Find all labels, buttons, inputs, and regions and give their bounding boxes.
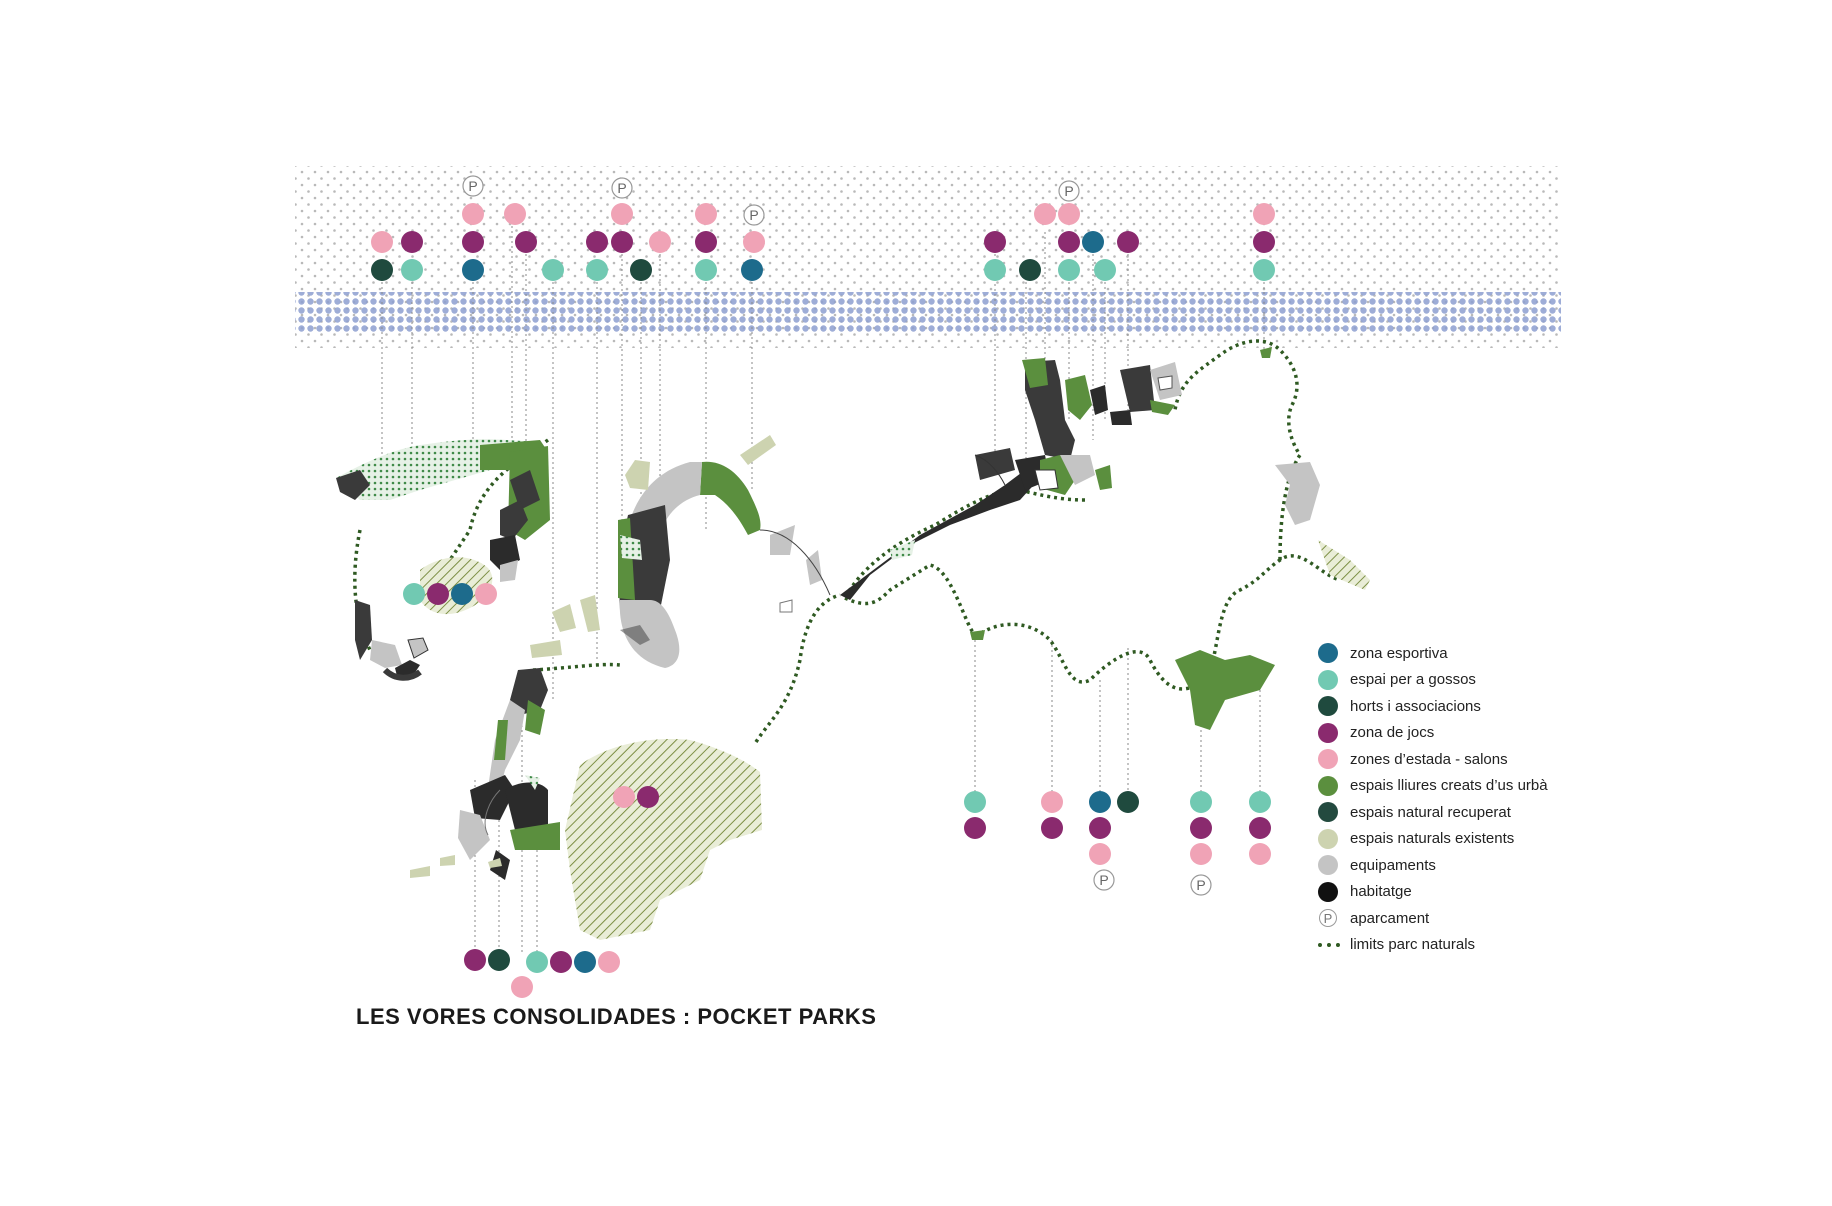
- legend-label: espais naturals existents: [1350, 830, 1515, 848]
- zona-jocs-icon: [401, 231, 1275, 253]
- svg-text:P: P: [1196, 877, 1205, 893]
- legend-item-equipaments: equipaments: [1318, 852, 1618, 879]
- aparcament-swatch-icon: P: [1319, 909, 1337, 928]
- legend-label: espais lliures creats d’us urbà: [1350, 777, 1548, 795]
- legend-item-limits: limits parc naturals: [1318, 932, 1618, 959]
- legend-label: limits parc naturals: [1350, 936, 1476, 954]
- parking-icon: P: [743, 204, 765, 226]
- horts-swatch-icon: [1318, 696, 1338, 717]
- espai-gossos-icon: [401, 259, 1275, 281]
- legend-label: espai per a gossos: [1350, 671, 1476, 689]
- legend-label: habitatge: [1350, 883, 1412, 901]
- habitatge-swatch-icon: [1318, 881, 1338, 902]
- limits-swatch-icon: [1318, 942, 1340, 947]
- svg-text:P: P: [1064, 183, 1073, 199]
- zones_estada-swatch-icon: [1318, 749, 1338, 770]
- legend-item-naturals_existents: espais naturals existents: [1318, 826, 1618, 853]
- left-neighbourhood: [336, 439, 550, 681]
- zones-estada-icon: [371, 203, 1275, 253]
- zona-esportiva-icon: [462, 231, 1104, 281]
- legend: zona esportiva espai per a gossos horts i …: [1318, 640, 1618, 958]
- bottom-left-neighbourhood: [410, 668, 762, 940]
- bottom-right-icons: P P: [964, 791, 1271, 896]
- left-cluster-icons: [403, 583, 659, 808]
- naturals_existents-swatch-icon: [1318, 828, 1338, 849]
- central-neighbourhood: [530, 435, 831, 668]
- parking-icon: P: [1190, 874, 1212, 896]
- legend-item-zona_esportiva: zona esportiva: [1318, 640, 1618, 667]
- natural_recuperat-swatch-icon: [1318, 802, 1338, 823]
- parking-icon: P: [1093, 869, 1115, 891]
- legend-label: zones d’estada - salons: [1350, 750, 1508, 768]
- legend-label: aparcament: [1350, 909, 1430, 927]
- blue-dotted-band: [295, 292, 1561, 332]
- svg-text:P: P: [468, 178, 477, 194]
- parking-icon: P: [1058, 180, 1080, 202]
- equipaments-swatch-icon: [1318, 855, 1338, 876]
- top-icons: P P P P: [371, 175, 1275, 281]
- east-neighbourhood: [840, 347, 1370, 730]
- legend-item-espai_gossos: espai per a gossos: [1318, 667, 1618, 694]
- svg-text:P: P: [749, 207, 758, 223]
- horts-icon: [371, 259, 1041, 281]
- legend-item-natural_recuperat: espais natural recuperat: [1318, 799, 1618, 826]
- map-title: LES VORES CONSOLIDADES : POCKET PARKS: [356, 1004, 877, 1029]
- parking-icon: P: [462, 175, 484, 197]
- espai_gossos-swatch-icon: [1318, 669, 1338, 690]
- legend-label: espais natural recuperat: [1350, 803, 1511, 821]
- legend-item-zones_estada: zones d’estada - salons: [1318, 746, 1618, 773]
- espais_lliures-swatch-icon: [1318, 775, 1338, 796]
- legend-item-espais_lliures: espais lliures creats d’us urbà: [1318, 773, 1618, 800]
- legend-item-habitatge: habitatge: [1318, 879, 1618, 906]
- svg-text:P: P: [1099, 872, 1108, 888]
- bottom-left-icons: [464, 949, 620, 998]
- legend-label: horts i associacions: [1350, 697, 1481, 715]
- legend-item-horts: horts i associacions: [1318, 693, 1618, 720]
- zona_esportiva-swatch-icon: [1318, 643, 1338, 664]
- legend-label: zona de jocs: [1350, 724, 1435, 742]
- svg-text:P: P: [617, 180, 626, 196]
- legend-label: equipaments: [1350, 856, 1436, 874]
- zona_jocs-swatch-icon: [1318, 722, 1338, 743]
- legend-item-zona_jocs: zona de jocs: [1318, 720, 1618, 747]
- parking-icon: P: [611, 177, 633, 199]
- legend-label: zona esportiva: [1350, 644, 1448, 662]
